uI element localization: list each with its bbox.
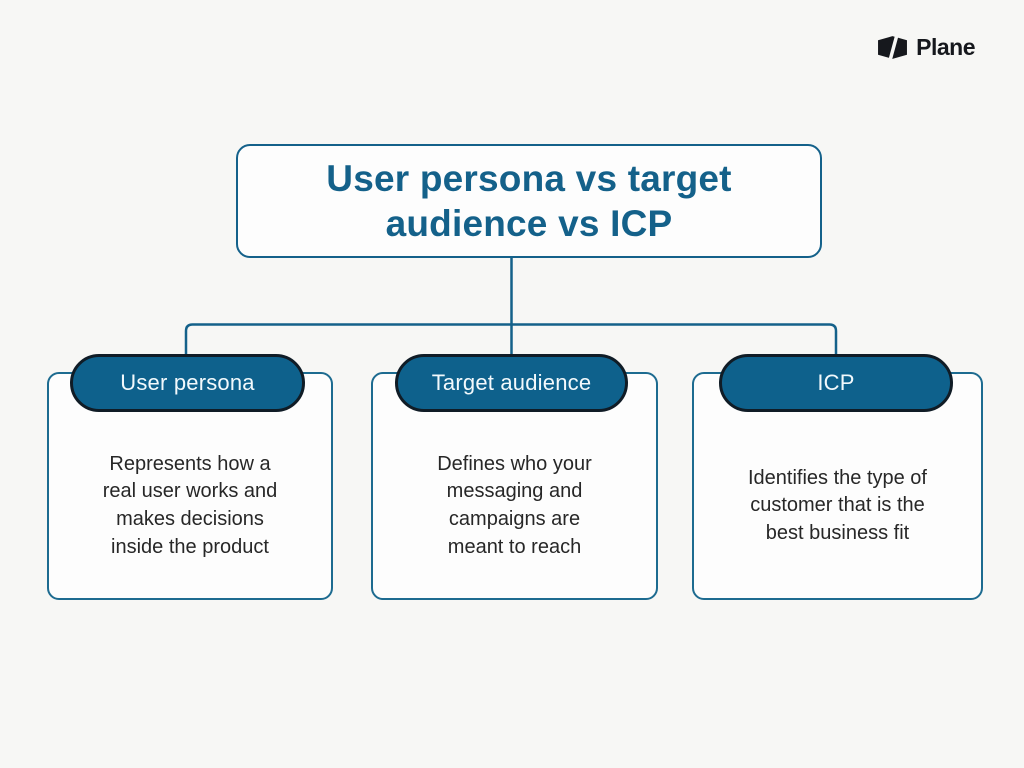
pill-user-persona: User persona xyxy=(70,354,305,412)
brand-logo: Plane xyxy=(877,34,975,61)
card-target-audience-description: Defines who your messaging and campaigns… xyxy=(437,452,592,558)
pill-target-audience: Target audience xyxy=(395,354,628,412)
diagram-title: User persona vs target audience vs ICP xyxy=(326,157,732,244)
plane-logo-icon xyxy=(878,35,908,60)
pill-icp-label: ICP xyxy=(817,370,855,395)
pill-user-persona-label: User persona xyxy=(120,370,255,395)
pill-icp: ICP xyxy=(719,354,953,412)
diagram-title-box: User persona vs target audience vs ICP xyxy=(236,144,822,258)
card-user-persona-description: Represents how a real user works and mak… xyxy=(102,452,278,558)
card-icp-description: Identifies the type of customer that is … xyxy=(747,466,927,544)
pill-target-audience-label: Target audience xyxy=(431,370,592,395)
brand-name: Plane xyxy=(916,34,975,60)
